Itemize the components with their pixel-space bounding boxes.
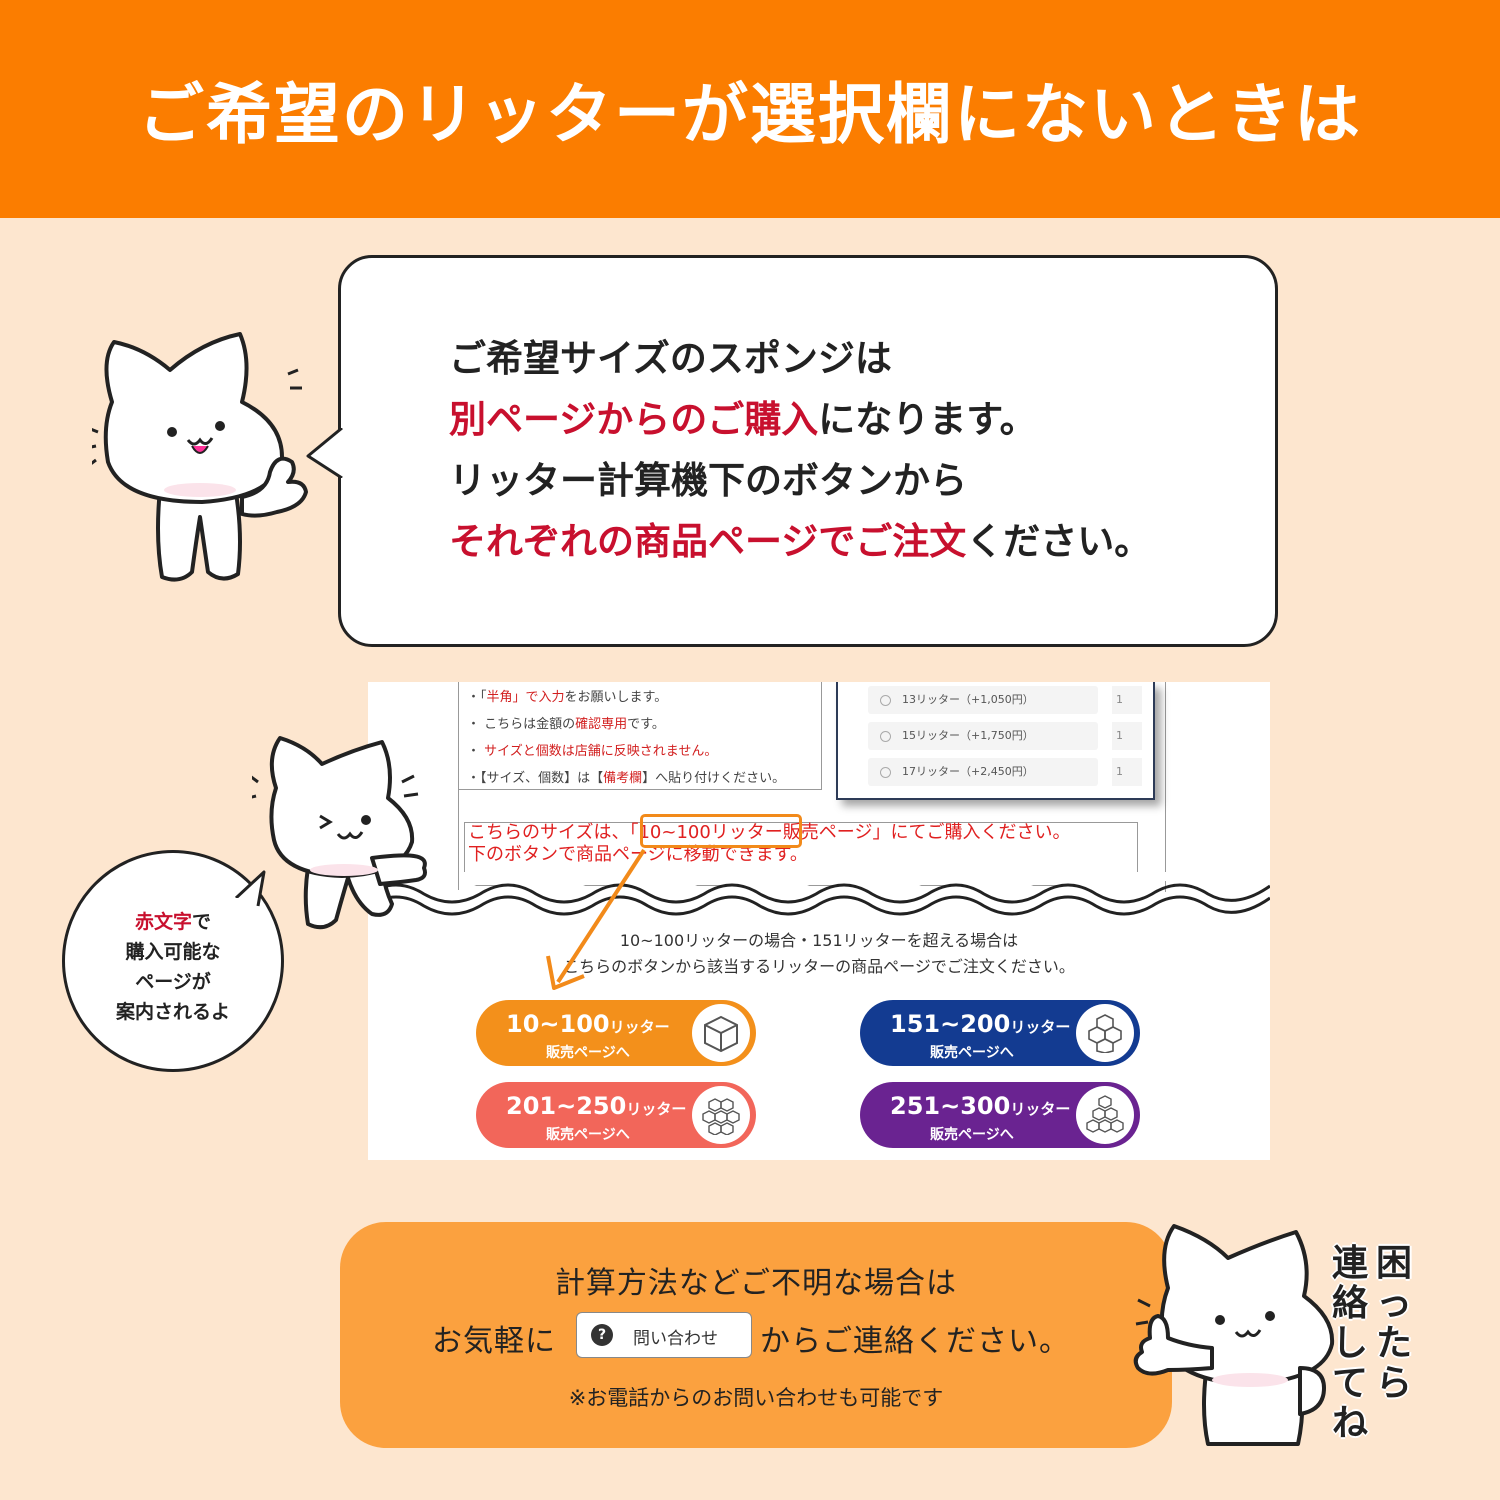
footer-line-1: 計算方法などご不明な場合は bbox=[554, 1266, 958, 1301]
button-range-label: 151~200リッター bbox=[890, 1010, 1071, 1038]
footer-line-2-post: からご連絡ください。 bbox=[760, 1324, 1070, 1359]
callout-line-2: 購入可能な bbox=[125, 941, 221, 963]
radio-option-15[interactable]: 15リッター（+1,750円） bbox=[868, 722, 1098, 750]
bubble-line-2: 別ページからのご購入になります。 bbox=[449, 389, 1151, 450]
intro-line-2: こちらのボタンから該当するリッターの商品ページでご注文ください。 bbox=[563, 957, 1075, 976]
contact-footer: 計算方法などご不明な場合は お気軽に ? 問い合わせ からご連絡ください。 ※お… bbox=[340, 1222, 1172, 1448]
footer-line-2-pre: お気軽に bbox=[432, 1324, 556, 1359]
speech-bubble: ご希望サイズのスポンジは 別ページからのご購入になります。 リッター計算機下のボ… bbox=[338, 255, 1278, 647]
arrow-icon bbox=[546, 848, 646, 990]
intro-line-1: 10~100リッターの場合・151リッターを超える場合は bbox=[619, 931, 1019, 950]
callout-line-4: 案内されるよ bbox=[115, 1001, 230, 1023]
button-201-250-liter[interactable]: 201~250リッター 販売ページへ bbox=[476, 1082, 756, 1148]
cat-mascot-pointing bbox=[252, 736, 427, 930]
cat-mascot-thumbs-up bbox=[1133, 1224, 1335, 1446]
button-range-label: 251~300リッター bbox=[890, 1092, 1071, 1120]
inquiry-label: 問い合わせ bbox=[633, 1329, 718, 1349]
cube-stack-icon bbox=[1076, 1086, 1134, 1144]
footer-note: ※お電話からのお問い合わせも可能です bbox=[568, 1386, 944, 1410]
note-item: ・ こちらは金額の確認専用です。 bbox=[467, 717, 665, 732]
cat-mascot-waving bbox=[92, 332, 308, 582]
bubble-line-3: リッター計算機下のボタンから bbox=[449, 459, 967, 502]
cube-stack-icon bbox=[692, 1086, 750, 1144]
radio-option-17[interactable]: 17リッター（+2,450円） bbox=[868, 758, 1098, 786]
button-sub-label: 販売ページへ bbox=[930, 1045, 1014, 1061]
button-range-label: 10~100リッター bbox=[506, 1010, 670, 1038]
result-line-2: 下のボタンで商品ページに移動できます。 bbox=[468, 844, 808, 865]
callout-tail bbox=[234, 870, 266, 908]
button-range-label: 201~250リッター bbox=[506, 1092, 687, 1120]
button-251-300-liter[interactable]: 251~300リッター 販売ページへ bbox=[860, 1082, 1140, 1148]
side-text-col-1: 困ったら bbox=[1375, 1243, 1412, 1404]
side-text-col-2: 連絡してね bbox=[1331, 1243, 1368, 1444]
button-sub-label: 販売ページへ bbox=[546, 1127, 630, 1143]
result-message: こちらのサイズは、「10~100リッター販売ページ」にてご購入ください。 下のボ… bbox=[468, 822, 1070, 866]
wavy-cut-divider bbox=[368, 872, 1270, 916]
callout-bubble: 赤文字で 購入可能な ページが 案内されるよ bbox=[62, 850, 284, 1072]
button-sub-label: 販売ページへ bbox=[930, 1127, 1014, 1143]
header-banner: ご希望のリッターが選択欄にないときは bbox=[0, 0, 1500, 218]
notes-box: ・「半角」で入力をお願いします。 ・ こちらは金額の確認専用です。 ・ サイズと… bbox=[458, 682, 822, 790]
bubble-message: ご希望サイズのスポンジは 別ページからのご購入になります。 リッター計算機下のボ… bbox=[449, 328, 1151, 572]
divider bbox=[458, 790, 459, 890]
size-options-panel: 13リッター（+1,050円） 15リッター（+1,750円） 17リッター（+… bbox=[836, 682, 1155, 800]
bubble-line-1: ご希望サイズのスポンジは bbox=[449, 337, 892, 380]
button-151-200-liter[interactable]: 151~200リッター 販売ページへ bbox=[860, 1000, 1140, 1066]
page-title: ご希望のリッターが選択欄にないときは bbox=[138, 76, 1362, 153]
note-item: ・ サイズと個数は店舗に反映されません。 bbox=[467, 744, 718, 759]
note-item: ・【サイズ、個数】は【備考欄】へ貼り付けください。 bbox=[467, 771, 786, 786]
callout-text: 赤文字で 購入可能な ページが 案内されるよ bbox=[65, 907, 281, 1027]
embedded-screenshot: ・「半角」で入力をお願いします。 ・ こちらは金額の確認専用です。 ・ サイズと… bbox=[368, 682, 1270, 1160]
callout-line-3: ページが bbox=[135, 971, 211, 993]
bubble-line-4-rest: ください。 bbox=[966, 520, 1152, 563]
callout-line-1: 赤文字で bbox=[134, 911, 212, 933]
inquiry-button[interactable]: ? 問い合わせ bbox=[576, 1312, 752, 1358]
bubble-line-2-highlight: 別ページからのご購入 bbox=[449, 398, 819, 441]
highlight-frame bbox=[640, 814, 802, 848]
buttons-intro: 10~100リッターの場合・151リッターを超える場合は こちらのボタンから該当… bbox=[368, 928, 1270, 980]
note-item: ・「半角」で入力をお願いします。 bbox=[467, 690, 668, 705]
bubble-line-4: それぞれの商品ページでご注文ください。 bbox=[449, 511, 1151, 572]
bubble-line-2-rest: になります。 bbox=[818, 398, 1037, 441]
cube-stack-icon bbox=[1076, 1004, 1134, 1062]
cube-icon bbox=[692, 1004, 750, 1062]
divider bbox=[1165, 682, 1166, 892]
button-sub-label: 販売ページへ bbox=[546, 1045, 630, 1061]
radio-option-right[interactable]: 1 bbox=[1112, 758, 1142, 786]
button-10-100-liter[interactable]: 10~100リッター 販売ページへ bbox=[476, 1000, 756, 1066]
result-line-1: こちらのサイズは、「10~100リッター販売ページ」にてご購入ください。 bbox=[468, 822, 1071, 843]
question-icon: ? bbox=[591, 1324, 613, 1346]
bubble-tail bbox=[306, 428, 350, 478]
radio-option-right[interactable]: 1 bbox=[1112, 686, 1142, 714]
radio-option-right[interactable]: 1 bbox=[1112, 722, 1142, 750]
bubble-line-4-highlight: それぞれの商品ページでご注文 bbox=[449, 520, 967, 563]
radio-option-13[interactable]: 13リッター（+1,050円） bbox=[868, 686, 1098, 714]
